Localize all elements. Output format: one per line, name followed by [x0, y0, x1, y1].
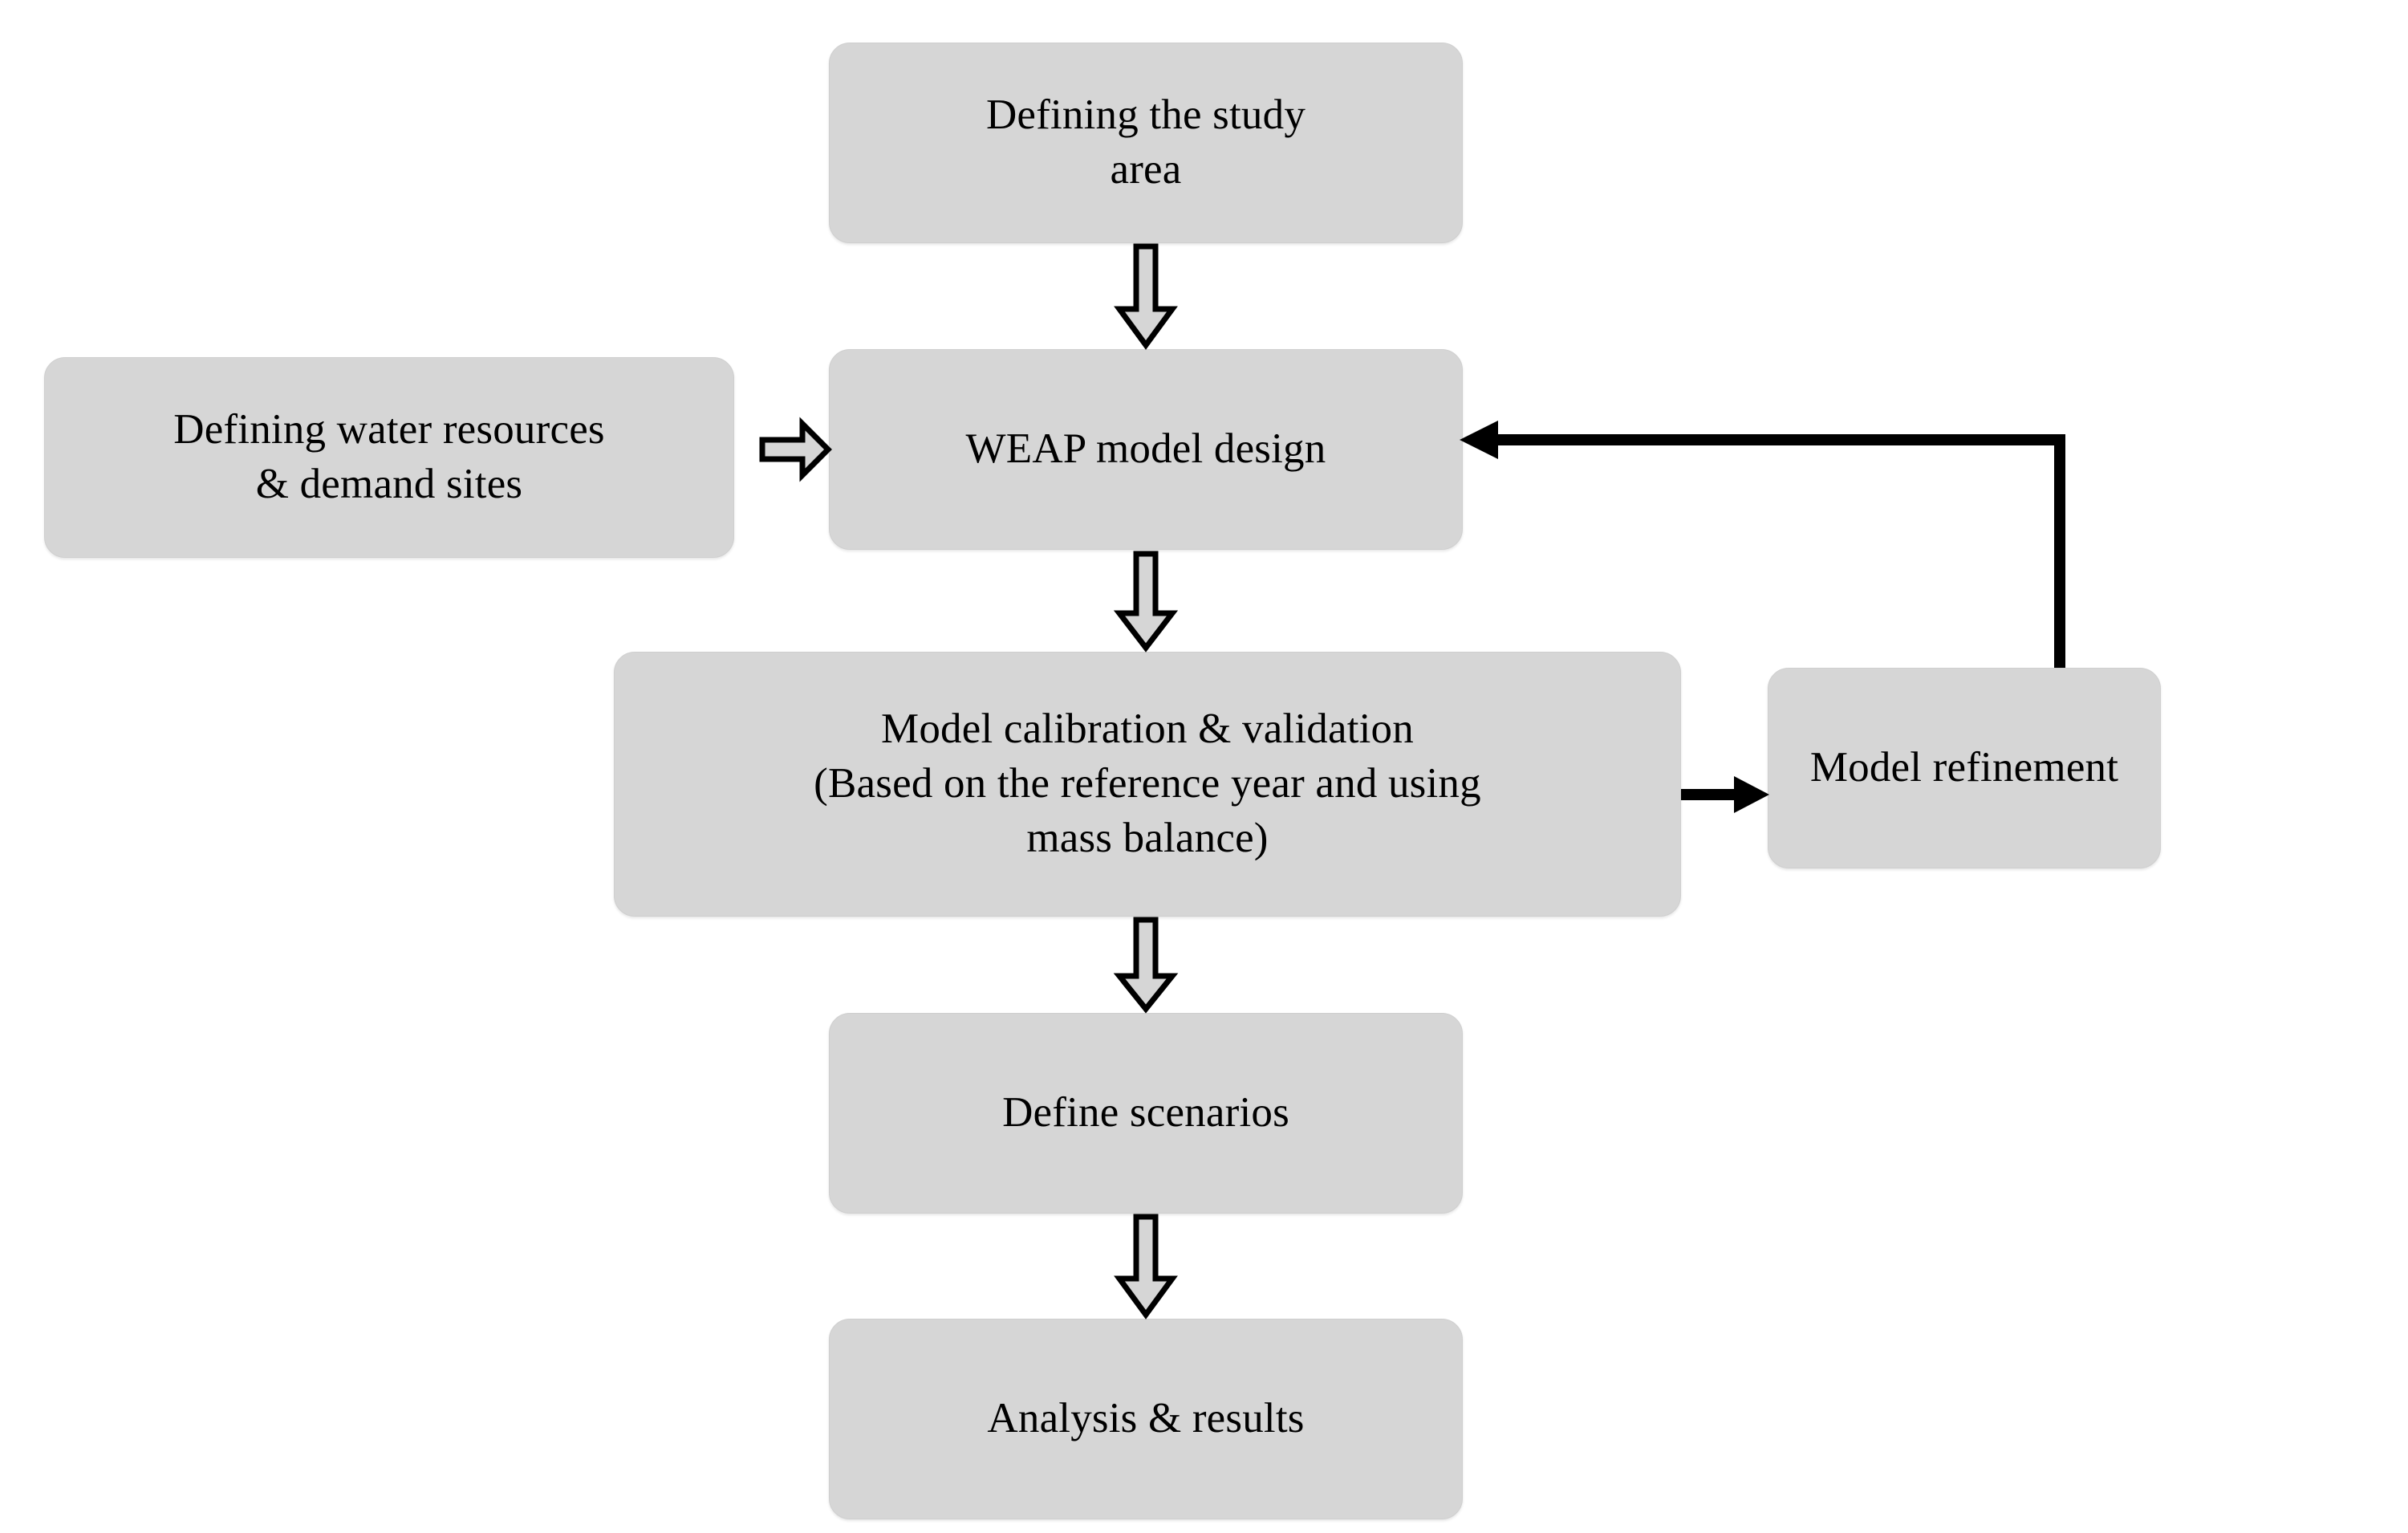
arrow-down-scenarios-to-analysis-icon [1114, 1214, 1178, 1320]
node-defining-study-area[interactable]: Defining the study area [829, 43, 1463, 243]
arrow-down-study-to-weap-icon [1114, 243, 1178, 350]
node-model-refinement[interactable]: Model refinement [1768, 668, 2161, 868]
node-define-scenarios[interactable]: Define scenarios [829, 1013, 1463, 1214]
arrow-right-resources-to-weap-icon [759, 417, 832, 482]
arrow-right-calibration-to-refinement-icon [1681, 762, 1771, 827]
node-model-calibration-validation[interactable]: Model calibration & validation (Based on… [614, 652, 1681, 917]
arrow-feedback-refinement-to-weap-icon [1456, 421, 2074, 674]
arrow-down-calibration-to-scenarios-icon [1113, 917, 1179, 1014]
node-defining-water-resources[interactable]: Defining water resources & demand sites [44, 357, 734, 558]
arrow-down-weap-to-calibration-icon [1113, 551, 1179, 653]
node-analysis-results[interactable]: Analysis & results [829, 1319, 1463, 1519]
node-weap-model-design[interactable]: WEAP model design [829, 349, 1463, 550]
